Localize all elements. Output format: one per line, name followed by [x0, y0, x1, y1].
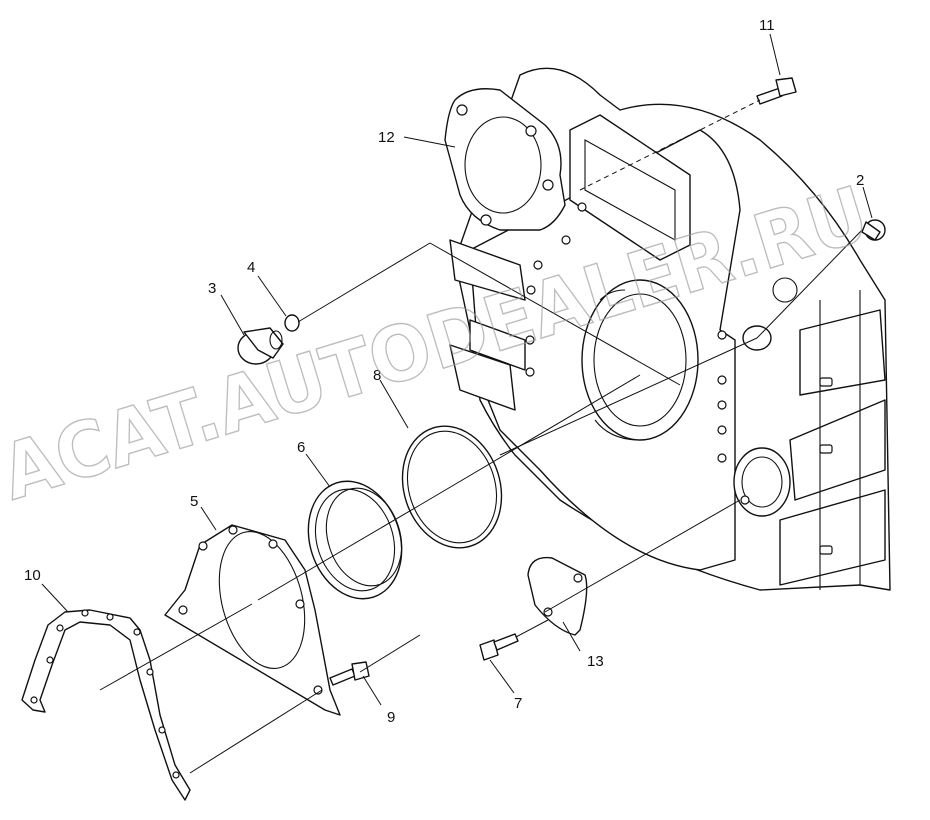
callout-leaders: [41, 33, 873, 706]
seal-ring-part-8: [401, 425, 503, 549]
bolt-part-9: [329, 661, 370, 686]
gasket-part-10: [21, 609, 191, 801]
oil-seal-part-6: [307, 480, 403, 600]
cover-plate-part-13: [527, 556, 588, 636]
plug-part-2: [861, 219, 886, 241]
callout-7: 7: [514, 695, 522, 712]
callout-10: 10: [24, 567, 41, 584]
callout-4: 4: [247, 259, 255, 276]
callout-12: 12: [378, 129, 395, 146]
callout-6: 6: [297, 439, 305, 456]
callout-labels: 2 3 4 5 6 7 8 9 10 11 12 13: [24, 17, 864, 726]
seal-carrier-part-5: [164, 524, 341, 716]
bolt-part-11: [756, 77, 797, 105]
o-ring-part-4: [284, 314, 300, 332]
callout-9: 9: [387, 709, 395, 726]
drain-plug-part-3: [237, 327, 284, 365]
callout-5: 5: [190, 493, 198, 510]
callout-2: 2: [856, 172, 864, 189]
callout-8: 8: [373, 367, 381, 384]
assembly-lines: [99, 99, 863, 774]
callout-3: 3: [208, 280, 216, 297]
housing-bolt-holes: [525, 202, 750, 505]
bolt-part-7: [479, 633, 519, 661]
callout-11: 11: [759, 17, 775, 34]
adapter-plate-part-12: [444, 88, 566, 231]
callout-13: 13: [587, 653, 604, 670]
